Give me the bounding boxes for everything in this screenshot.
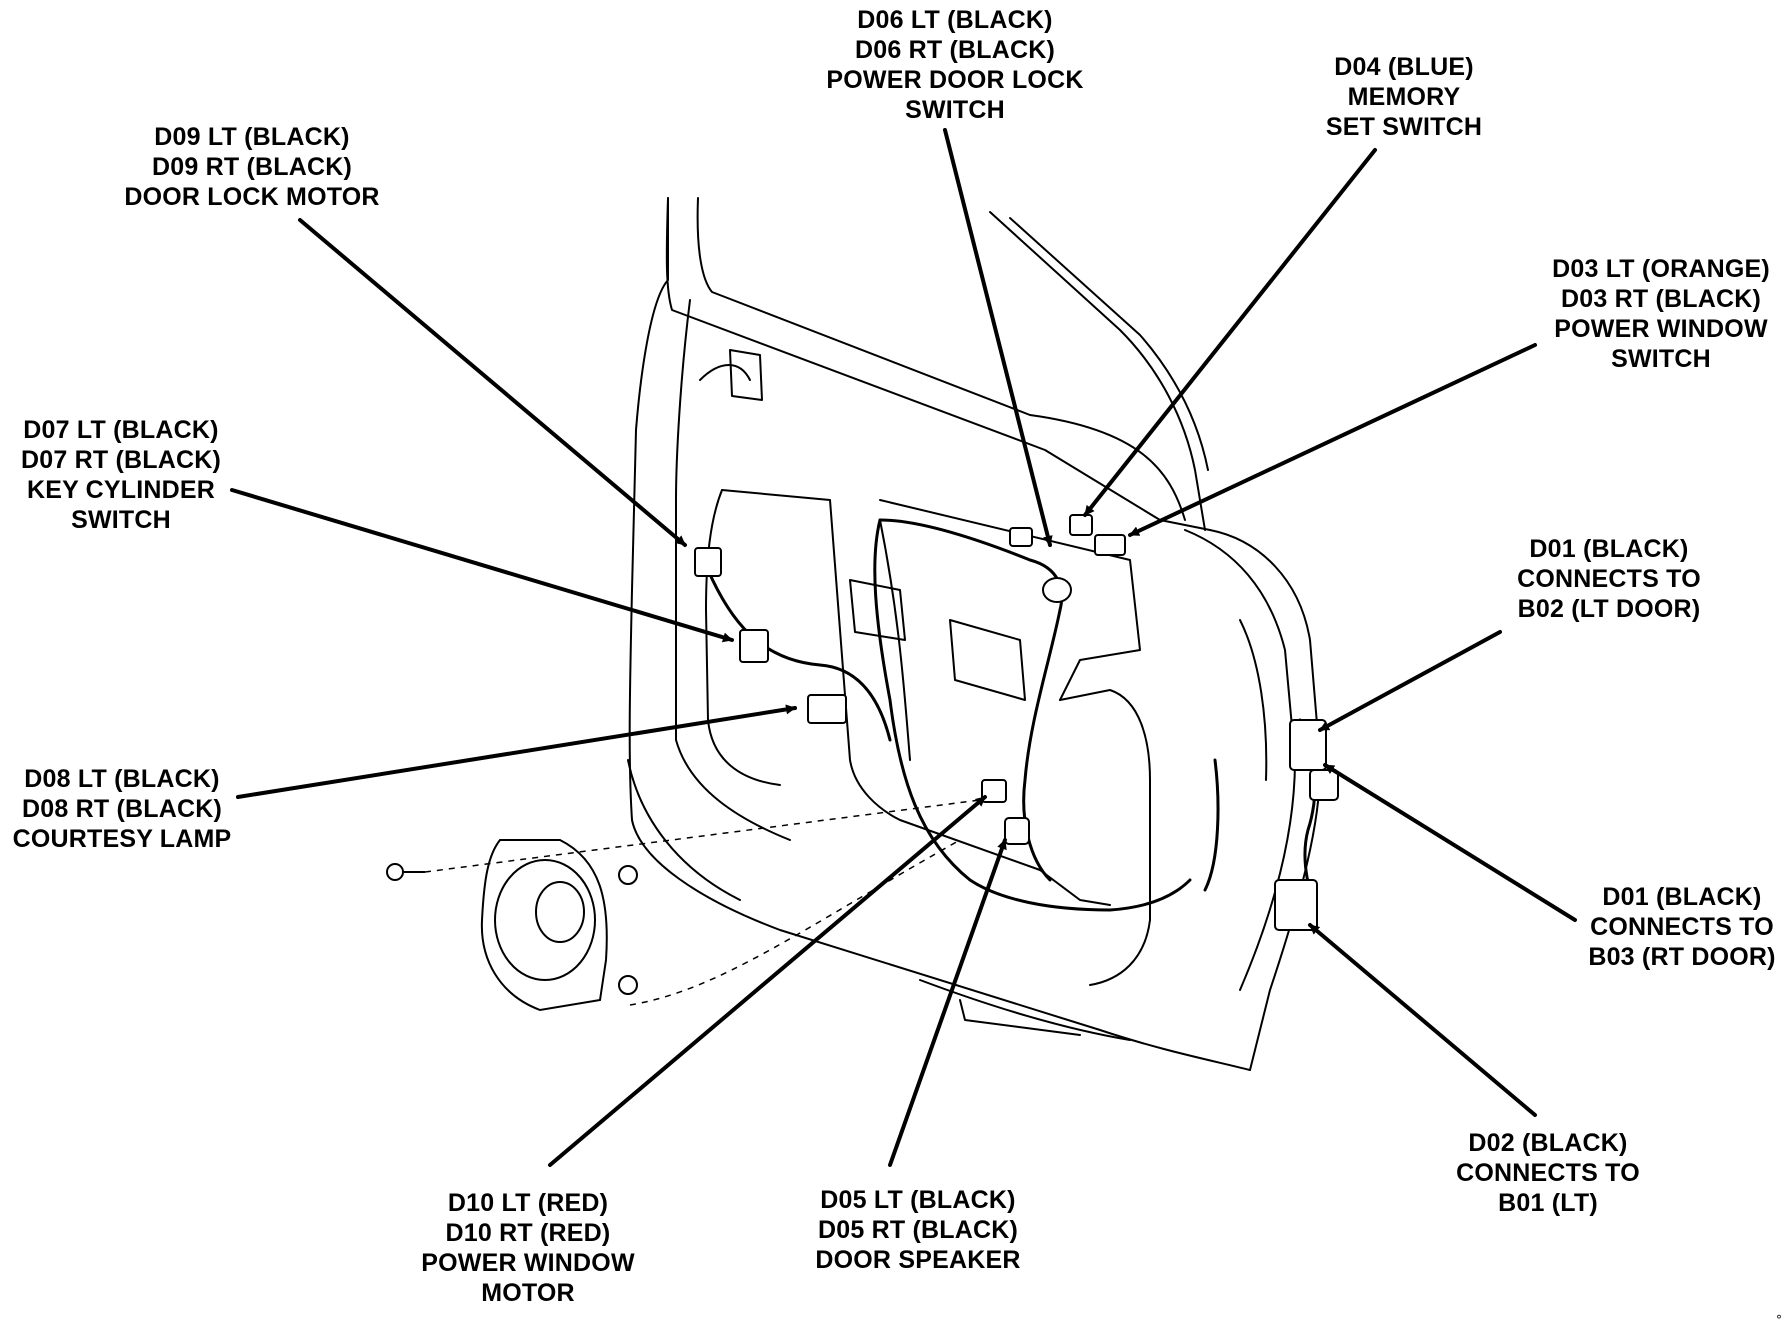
callout-d08-courtesy-lamp: D08 LT (BLACK) D08 RT (BLACK) COURTESY L… [13, 764, 232, 854]
callout-line: POWER DOOR LOCK [826, 66, 1084, 94]
callout-d04-memory-set-switch: D04 (BLUE) MEMORY SET SWITCH [1326, 52, 1482, 142]
door-speaker [386, 839, 638, 1012]
callout-d03-power-window-switch: D03 LT (ORANGE) D03 RT (BLACK) POWER WIN… [1552, 254, 1770, 374]
callout-line: CONNECTS TO [1456, 1159, 1640, 1187]
leader-line-d09 [298, 218, 687, 547]
callout-line: DOOR LOCK MOTOR [124, 183, 380, 211]
callout-d02-connects-to-b01: D02 (BLACK) CONNECTS TO B01 (LT) [1456, 1128, 1640, 1218]
callout-line: COURTESY LAMP [12, 825, 232, 853]
leader-lines [230, 128, 1577, 1167]
callout-line: D06 RT (BLACK) [854, 36, 1056, 64]
callout-line: KEY CYLINDER [26, 476, 216, 504]
connectors [694, 514, 1339, 931]
callout-line: SWITCH [71, 506, 171, 534]
callout-line: B01 (LT) [1498, 1189, 1598, 1217]
callout-line: SET SWITCH [1325, 113, 1483, 141]
callout-d10-power-window-motor: D10 LT (RED) D10 RT (RED) POWER WINDOW M… [421, 1188, 634, 1308]
callout-line: MOTOR [481, 1279, 575, 1307]
callout-line: DOOR SPEAKER [815, 1246, 1021, 1274]
callout-line: B03 (RT DOOR) [1588, 943, 1776, 971]
callout-line: SWITCH [1611, 345, 1711, 373]
callout-d01-connects-to-b03: D01 (BLACK) CONNECTS TO B03 (RT DOOR) [1588, 882, 1775, 972]
callout-line: D02 (BLACK) [1468, 1129, 1628, 1157]
callout-line: D09 RT (BLACK) [151, 153, 353, 181]
callout-line: D09 LT (BLACK) [154, 123, 350, 151]
leader-line-d05 [888, 838, 1007, 1167]
callout-d05-door-speaker: D05 LT (BLACK) D05 RT (BLACK) DOOR SPEAK… [815, 1185, 1020, 1275]
leader-line-d03 [1128, 343, 1537, 537]
callout-line: D03 LT (ORANGE) [1552, 255, 1770, 283]
callout-line: D10 LT (RED) [447, 1189, 609, 1217]
leader-line-d01-b02 [1318, 630, 1502, 732]
leader-line-d02 [1308, 923, 1537, 1117]
callout-line: POWER WINDOW [1554, 315, 1768, 343]
leader-line-d07 [230, 488, 734, 643]
leader-line-d01-b03 [1323, 763, 1577, 922]
callout-line: D06 LT (BLACK) [857, 6, 1053, 34]
callout-line: B02 (LT DOOR) [1517, 595, 1701, 623]
callout-line: D04 (BLUE) [1334, 53, 1474, 81]
leader-line-d06 [943, 128, 1053, 547]
leader-line-d04 [1083, 148, 1377, 517]
leader-line-d10 [548, 795, 987, 1167]
callout-d09-door-lock-motor: D09 LT (BLACK) D09 RT (BLACK) DOOR LOCK … [124, 122, 379, 212]
callout-line: D01 (BLACK) [1529, 535, 1689, 563]
callout-line: D10 RT (RED) [445, 1219, 611, 1247]
callout-line: D01 (BLACK) [1602, 883, 1762, 911]
callout-line: CONNECTS TO [1517, 565, 1701, 593]
dashed-guides [424, 799, 981, 1006]
callout-d07-key-cylinder-switch: D07 LT (BLACK) D07 RT (BLACK) KEY CYLIND… [21, 415, 221, 535]
callout-d01-connects-to-b02: D01 (BLACK) CONNECTS TO B02 (LT DOOR) [1517, 534, 1701, 624]
callout-line: MEMORY [1347, 83, 1461, 111]
callout-d06-power-door-lock-switch: D06 LT (BLACK) D06 RT (BLACK) POWER DOOR… [826, 5, 1083, 125]
callout-line: CONNECTS TO [1590, 913, 1774, 941]
door-outline [627, 197, 1322, 1071]
callout-line: POWER WINDOW [421, 1249, 635, 1277]
wiring-harness [706, 518, 1317, 912]
corner-mark: ° [1776, 1313, 1782, 1327]
callout-line: D08 RT (BLACK) [21, 795, 223, 823]
callout-line: D03 RT (BLACK) [1560, 285, 1762, 313]
callout-line: D05 RT (BLACK) [817, 1216, 1019, 1244]
callout-line: D08 LT (BLACK) [24, 765, 220, 793]
leader-line-d08 [236, 704, 797, 799]
callout-line: SWITCH [905, 96, 1005, 124]
callout-line: D07 LT (BLACK) [23, 416, 219, 444]
callout-line: D05 LT (BLACK) [820, 1186, 1016, 1214]
callout-line: D07 RT (BLACK) [20, 446, 222, 474]
